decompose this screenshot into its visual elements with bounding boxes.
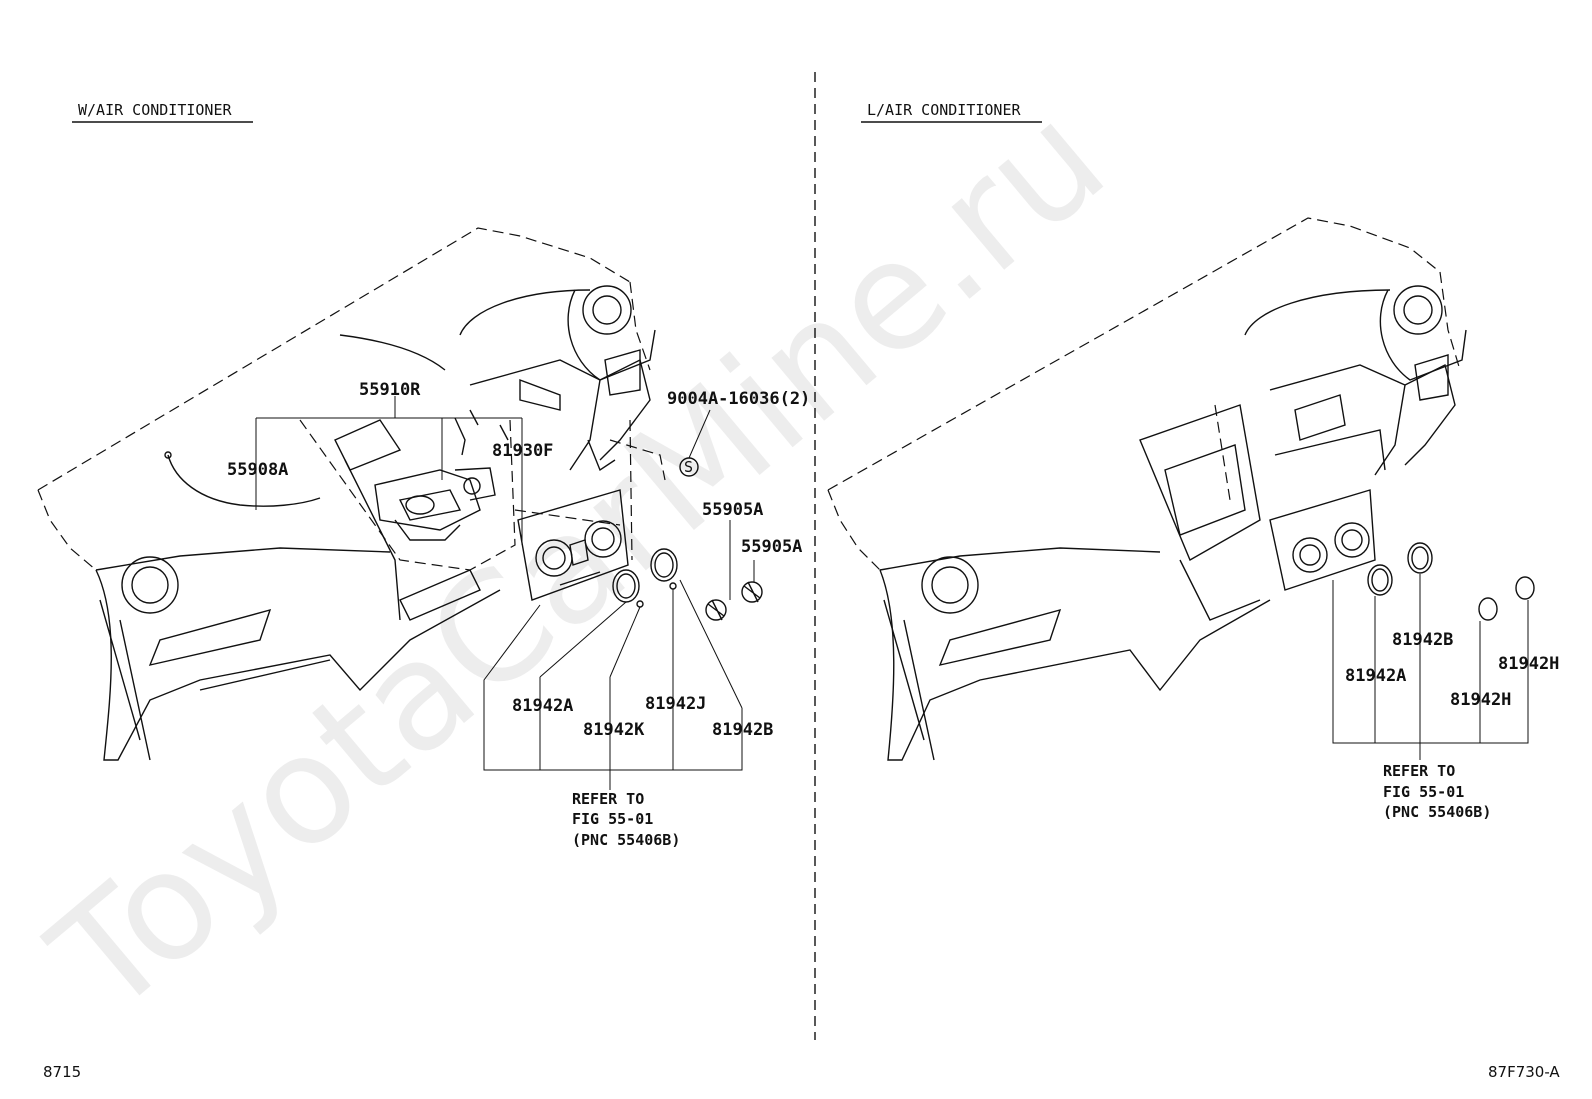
right-leader-lines	[1332, 574, 1529, 760]
label-81942K: 81942K	[583, 720, 645, 740]
right-label-81942A: 81942A	[1345, 666, 1406, 686]
footer-left-code: 8715	[43, 1063, 81, 1081]
right-section-title: L/AIR CONDITIONER	[867, 101, 1021, 119]
right-refer-line1: REFER TO	[1383, 762, 1455, 780]
control-panel-bezel-drawing	[517, 489, 629, 601]
right-ring-drawings	[1367, 542, 1535, 621]
left-refer-line3: (PNC 55406B)	[572, 831, 680, 849]
right-refer-line2: FIG 55-01	[1383, 783, 1464, 801]
left-section: W/AIR CONDITIONER	[37, 101, 810, 849]
label-81942B: 81942B	[712, 720, 773, 740]
heater-control-assembly-drawing	[374, 409, 509, 541]
footer-right-code: 87F730-A	[1488, 1063, 1560, 1081]
right-dashboard-drawing	[827, 217, 1467, 761]
label-55905A-upper: 55905A	[702, 500, 763, 520]
right-label-81942B: 81942B	[1392, 630, 1453, 650]
right-section: L/AIR CONDITIONER	[827, 101, 1559, 821]
left-refer-line1: REFER TO	[572, 790, 644, 808]
label-55905A-lower: 55905A	[741, 537, 802, 557]
label-81942J: 81942J	[645, 694, 706, 714]
right-refer-line3: (PNC 55406B)	[1383, 803, 1491, 821]
left-dashboard-drawing	[37, 227, 666, 761]
control-cable-drawing	[167, 454, 321, 507]
left-leader-lines	[255, 396, 755, 790]
label-81930F: 81930F	[492, 441, 553, 461]
label-81942A: 81942A	[512, 696, 573, 716]
label-55910R: 55910R	[359, 380, 421, 400]
knob-drawings	[705, 581, 763, 621]
right-label-81942H-left: 81942H	[1450, 690, 1511, 710]
watermark-text: ToyotaCarMine.ru	[21, 72, 1137, 1048]
left-section-title: W/AIR CONDITIONER	[78, 101, 232, 119]
screw-symbol-text: S	[684, 458, 693, 476]
label-9004A-16036: 9004A-16036(2)	[667, 389, 810, 409]
left-refer-line2: FIG 55-01	[572, 810, 653, 828]
right-label-81942H-right: 81942H	[1498, 654, 1559, 674]
label-55908A: 55908A	[227, 460, 288, 480]
